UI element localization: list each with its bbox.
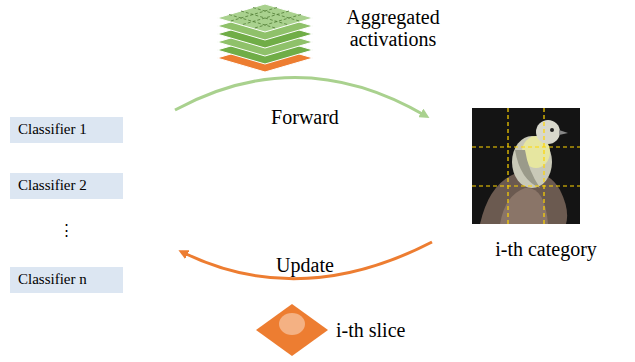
node-text: Classifier 1 (18, 121, 87, 137)
label-text: i-th slice (336, 319, 436, 341)
bird-image (472, 108, 580, 224)
label-text: ⋮ (56, 222, 76, 239)
node-text: Classifier n (18, 271, 87, 287)
activation-stack (217, 4, 313, 72)
slice-diamond (256, 304, 328, 356)
node-text: Classifier 2 (18, 177, 87, 193)
update-arrow (182, 242, 432, 279)
label-text: Forward (250, 106, 360, 128)
label-text: Aggregated activations (318, 6, 468, 51)
label-text: i-th category (466, 238, 626, 260)
classifier-box: Classifier 1 (10, 117, 123, 143)
classifier-box: Classifier 2 (10, 173, 123, 199)
label-text: Update (250, 254, 360, 276)
classifier-box: Classifier n (10, 267, 123, 293)
